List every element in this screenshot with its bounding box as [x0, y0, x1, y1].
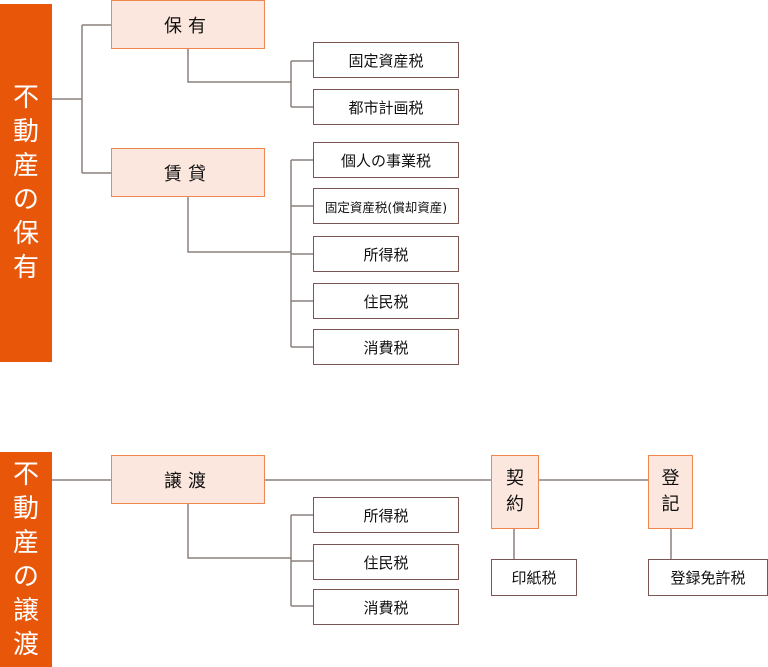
tax-box: 住民税 — [313, 283, 459, 319]
tax-box: 住民税 — [313, 544, 459, 580]
category-own: 保有 — [111, 0, 265, 49]
label-char: 記 — [661, 494, 680, 515]
tax-box-stamp: 印紙税 — [491, 559, 577, 596]
category-lease: 賃貸 — [111, 148, 265, 197]
label-char: 約 — [506, 494, 524, 515]
title-char: 不 — [12, 83, 39, 113]
section-title-holding: 不 動 産 の 保 有 — [0, 4, 52, 362]
label-char: 契 — [506, 468, 524, 489]
category-transfer: 譲渡 — [111, 455, 265, 504]
tax-box: 所得税 — [313, 236, 459, 272]
category-contract: 契 約 — [491, 455, 539, 529]
tax-box-registration: 登録免許税 — [648, 559, 768, 596]
title-char: 動 — [12, 493, 39, 524]
section-title-transfer: 不 動 産 の 譲 渡 — [0, 452, 52, 667]
title-char: 不 — [12, 459, 39, 490]
tax-box: 都市計画税 — [313, 89, 459, 125]
tax-box: 固定資産税 — [313, 42, 459, 78]
label-char: 登 — [661, 468, 680, 489]
tax-box: 固定資産税(償却資産) — [313, 188, 459, 224]
tax-box: 個人の事業税 — [313, 142, 459, 178]
tax-box: 所得税 — [313, 497, 459, 533]
tax-box: 消費税 — [313, 329, 459, 365]
title-char: 産 — [12, 151, 39, 181]
title-char: 保 — [12, 219, 39, 249]
tax-box: 消費税 — [313, 589, 459, 625]
title-char: の — [12, 185, 39, 215]
title-char: の — [12, 561, 39, 592]
category-registration: 登 記 — [648, 455, 693, 529]
title-char: 産 — [12, 527, 39, 558]
title-char: 渡 — [12, 629, 39, 660]
title-char: 有 — [12, 253, 39, 283]
title-char: 動 — [12, 117, 39, 147]
title-char: 譲 — [12, 595, 39, 626]
